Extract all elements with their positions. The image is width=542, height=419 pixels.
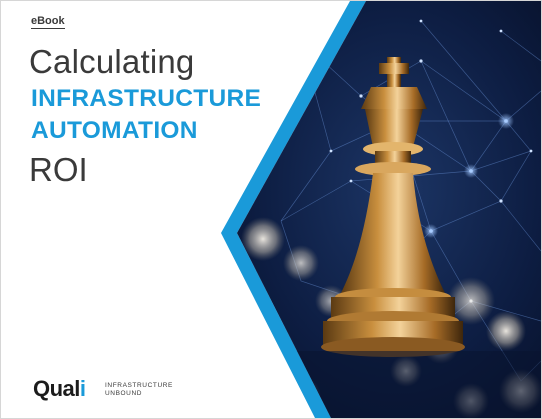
title-line-automation: AUTOMATION <box>31 117 198 144</box>
quali-logo-text: Qual <box>33 376 80 401</box>
brand-tagline-line2: UNBOUND <box>105 390 143 397</box>
quali-logo: Quali <box>33 377 86 401</box>
ebook-label: eBook <box>31 15 65 29</box>
quali-logo-accent: i <box>79 376 86 401</box>
brand-tagline: INFRASTRUCTURE UNBOUND <box>105 382 173 398</box>
brand-tagline-line1: INFRASTRUCTURE <box>105 382 173 389</box>
title-line-calculating: Calculating <box>29 43 195 80</box>
title-line-infrastructure: INFRASTRUCTURE <box>31 85 262 112</box>
title-line-roi: ROI <box>29 151 88 188</box>
